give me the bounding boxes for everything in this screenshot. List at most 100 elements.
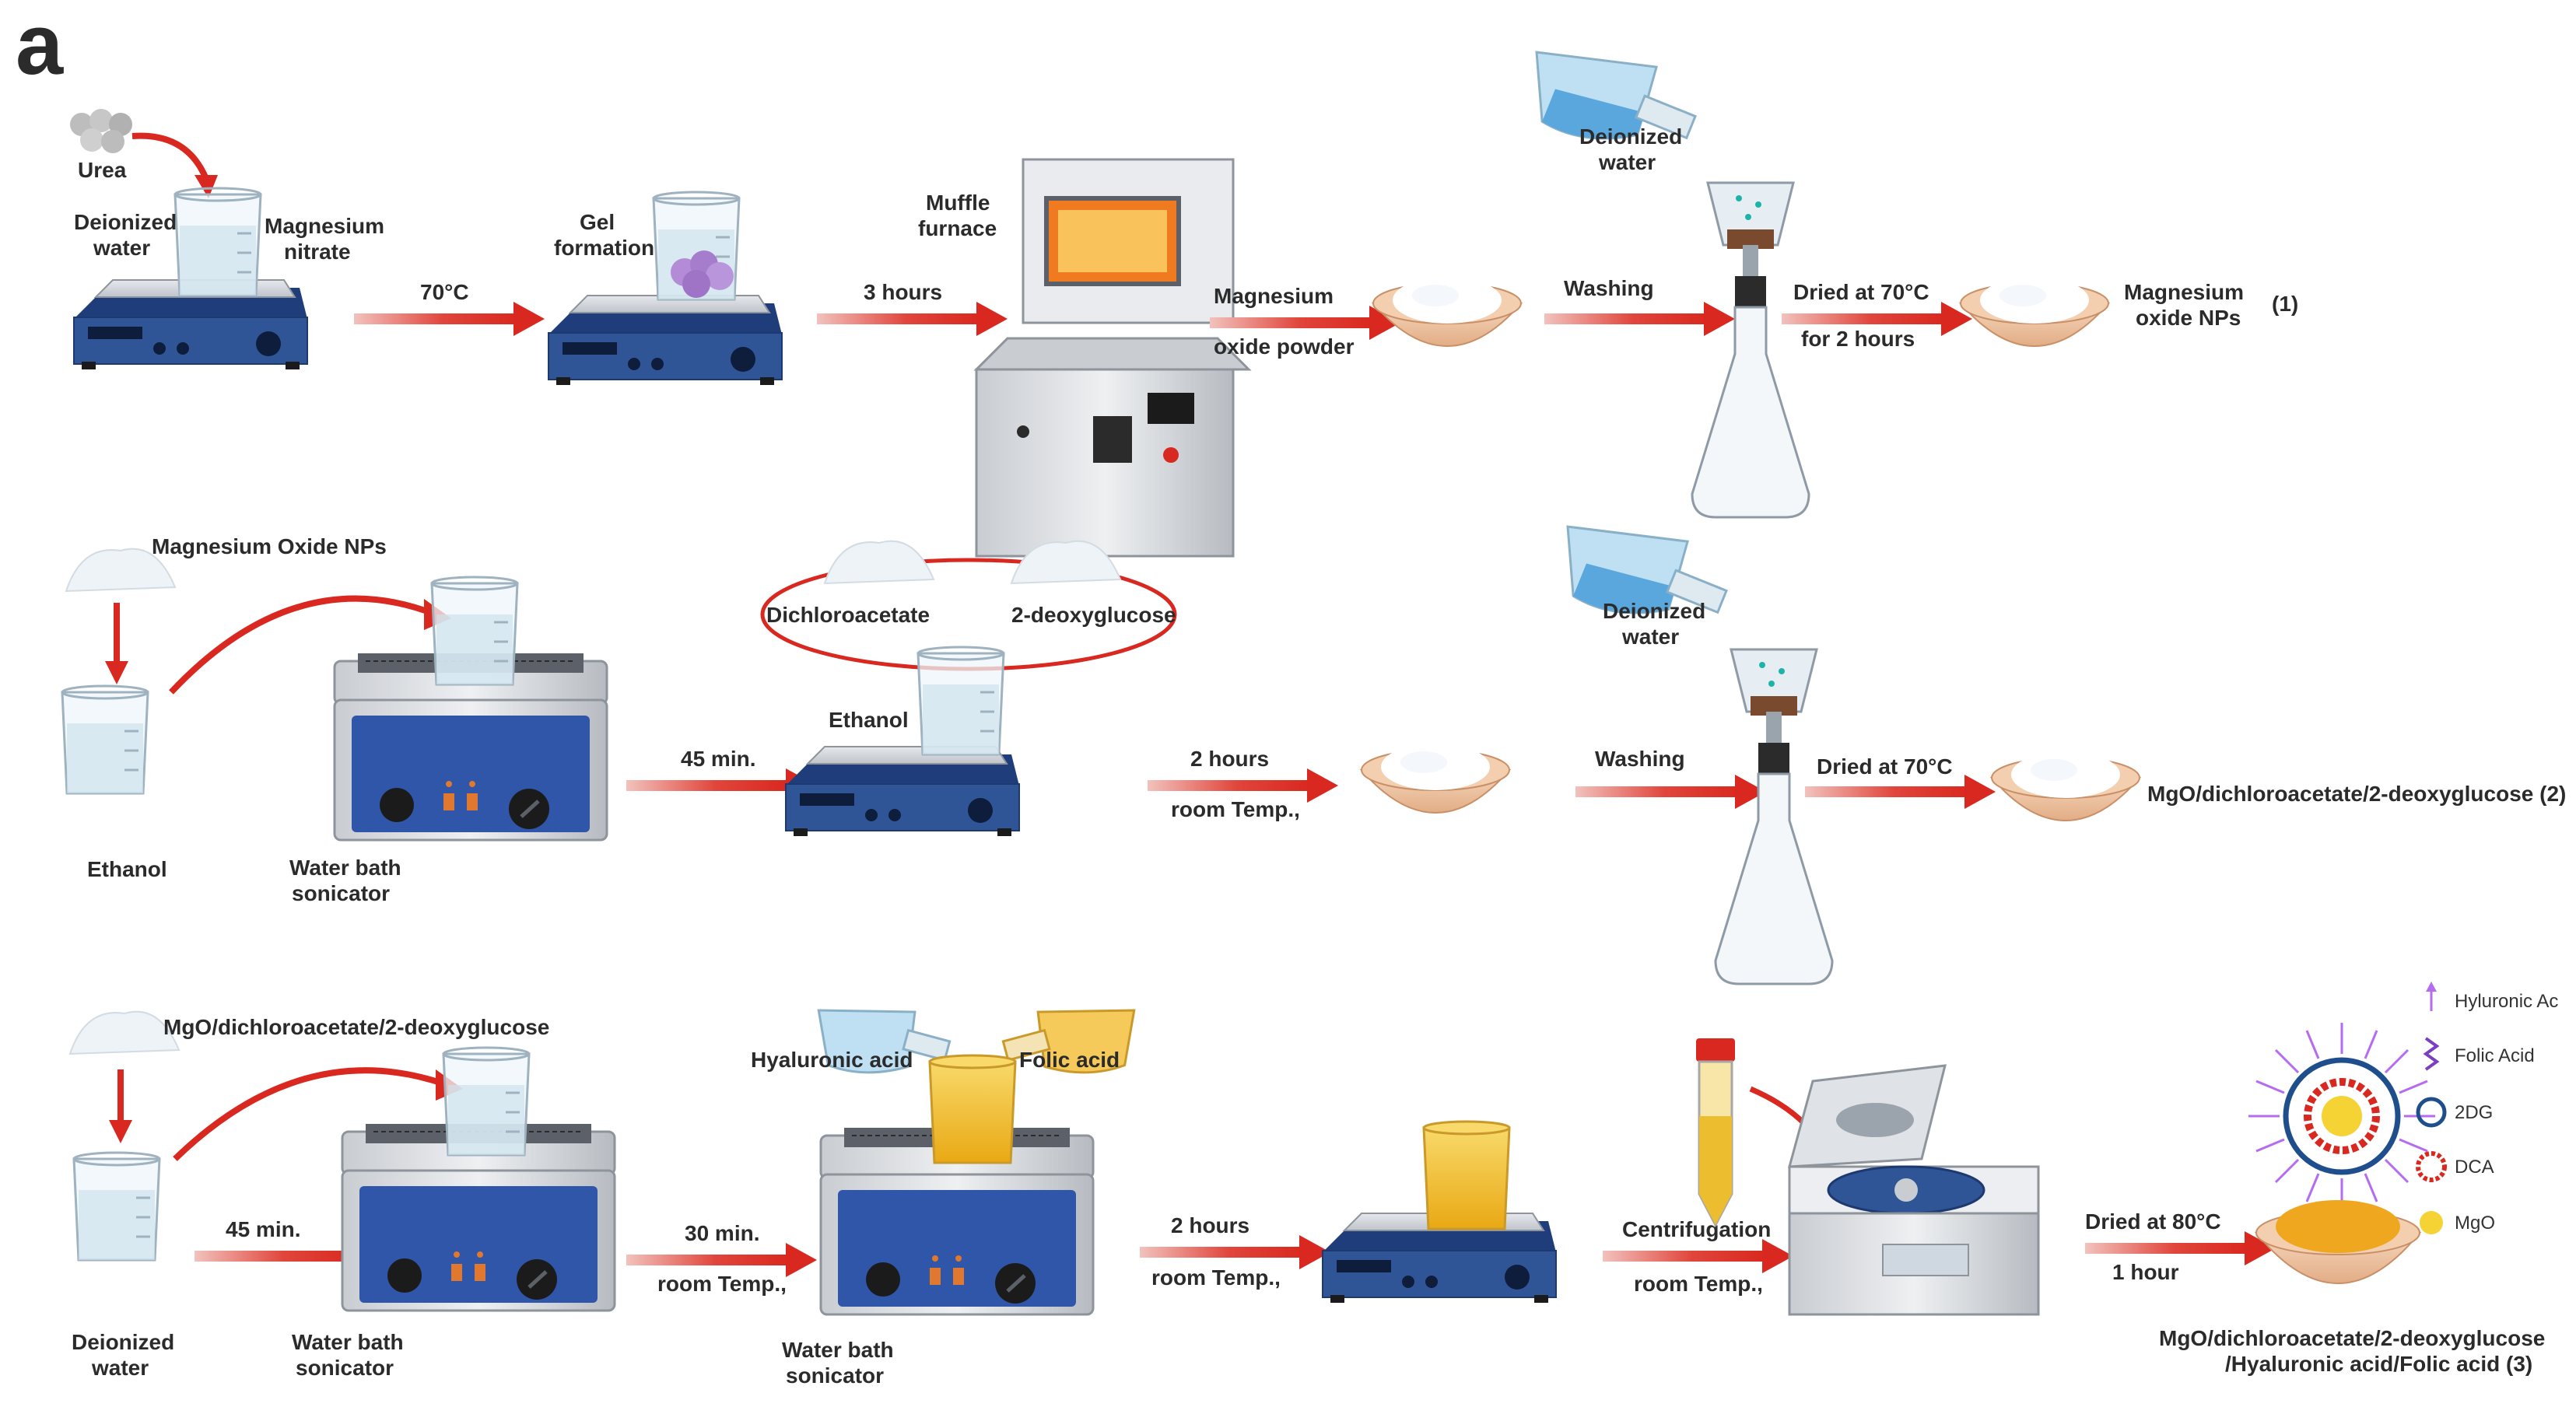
deionized-water-label-1: Deionized <box>74 210 177 234</box>
hyaluronic-label: Hyaluronic acid <box>751 1048 913 1072</box>
beaker-water-3 <box>72 1151 161 1262</box>
gel-formation-label-b: formation <box>554 236 654 260</box>
bowl-4 <box>1991 751 2140 821</box>
bowl-yellow <box>2254 1200 2422 1284</box>
dried-label-3: Dried at 80°C <box>2085 1209 2221 1234</box>
product-2-label: MgO/dichloroacetate/2-deoxyglucose (2) <box>2147 782 2566 806</box>
deionized-water-label-1b: water <box>93 236 150 260</box>
magnesium-nitrate-label-b: nitrate <box>284 240 351 264</box>
bowl-1 <box>1372 276 1522 347</box>
step-30-label-b: room Temp., <box>657 1272 787 1296</box>
dg-label: 2-deoxyglucose <box>1011 603 1176 627</box>
beaker-yellow <box>928 1054 1017 1164</box>
row-1: Urea Deionized water Magnesium nitrate 7… <box>70 22 2298 558</box>
arrow-dried-2-icon <box>1805 775 1996 809</box>
muffle-furnace-label: Muffle <box>926 191 990 215</box>
arrow-2h-b-icon <box>1140 1235 1330 1269</box>
step-3h-label: 3 hours <box>864 280 942 304</box>
centrifugation-label: Centrifugation <box>1622 1217 1771 1241</box>
urea-pellets-icon <box>70 109 132 153</box>
hotplate-2 <box>548 295 783 386</box>
washer-water-label-2: Deionized <box>1603 599 1705 623</box>
hotplate-3 <box>785 746 1020 837</box>
step-45b-label: 45 min. <box>226 1217 300 1241</box>
filter-flask-1 <box>1691 181 1810 519</box>
transfer-arrow-icon-2 <box>173 1067 449 1161</box>
panel-letter: a <box>16 0 64 93</box>
transfer-arrow-icon <box>169 595 437 695</box>
hyaluronic-flask-icon <box>817 1009 952 1074</box>
bath-3-label: Water bath <box>782 1338 894 1362</box>
beaker-ethanol <box>61 684 149 795</box>
product-1-number: (1) <box>2272 292 2298 316</box>
urea-label: Urea <box>78 158 127 182</box>
step-70c-label: 70°C <box>420 280 469 304</box>
arrow-3h-icon <box>817 302 1008 336</box>
legend-label-1: Folic Acid <box>2455 1045 2535 1066</box>
product-3-label: MgO/dichloroacetate/2-deoxyglucose <box>2159 1326 2545 1350</box>
arrow-70c-icon <box>354 302 545 336</box>
dried-label-1: Dried at 70°C <box>1793 280 1929 304</box>
beaker-1 <box>173 187 262 297</box>
bath-1-label-b: sonicator <box>292 881 390 905</box>
ethanol-label: Ethanol <box>87 857 167 881</box>
mgo-nps-label: Magnesium Oxide NPs <box>152 534 387 558</box>
folic-label: Folic acid <box>1019 1048 1120 1072</box>
filter-flask-2 <box>1714 648 1834 985</box>
centrifugation-label-b: room Temp., <box>1634 1272 1763 1296</box>
gel-blob-icon <box>671 250 734 298</box>
mgo-powder-label: Magnesium <box>1214 284 1334 308</box>
nanoparticle-icon <box>2248 1023 2435 1209</box>
bath-1-label: Water bath <box>289 856 401 880</box>
washer-water-label-2b: water <box>1621 625 1679 649</box>
arrow-centri-icon <box>1603 1239 1793 1273</box>
bowl-3 <box>1361 743 1510 814</box>
legend-label-2: 2DG <box>2455 1102 2493 1123</box>
dried-label-3b: 1 hour <box>2112 1260 2179 1284</box>
beaker-bath-1 <box>430 576 519 686</box>
arrow-washing-1-icon <box>1544 302 1735 336</box>
legend-label-4: MgO <box>2455 1213 2495 1234</box>
step-30-label: 30 min. <box>685 1221 759 1245</box>
muffle-furnace-label-b: furnace <box>918 216 997 240</box>
arrow-washing-2-icon <box>1575 775 1766 809</box>
bath-3-label-b: sonicator <box>786 1363 884 1388</box>
washer-water-label-1: Deionized <box>1579 124 1682 149</box>
start-label: MgO/dichloroacetate/2-deoxyglucose <box>163 1015 549 1039</box>
hyaluronic-acid-icon <box>2426 982 2437 1011</box>
row-2: Magnesium Oxide NPs Ethanol Water bath s… <box>61 496 2566 985</box>
mgo-powder-label-b: oxide powder <box>1214 334 1355 359</box>
step-2h-label-b: room Temp., <box>1171 797 1300 821</box>
legend: Hyluronic Ac Folic Acid 2DG DCA MgO <box>2416 982 2558 1234</box>
magnesium-nitrate-label: Magnesium <box>265 214 384 238</box>
step-2h-b-label-b: room Temp., <box>1151 1265 1281 1290</box>
dca-label: Dichloroacetate <box>766 603 930 627</box>
urea-arrow-icon <box>131 132 209 180</box>
step-45-label: 45 min. <box>681 747 755 771</box>
product-1-label: Magnesium <box>2124 280 2244 304</box>
muffle-furnace-icon <box>973 158 1252 558</box>
falcon-tube-icon <box>1696 1038 1735 1228</box>
dried-label-2: Dried at 70°C <box>1817 754 1953 779</box>
bowl-2 <box>1960 276 2109 347</box>
washing-label-1: Washing <box>1564 276 1654 300</box>
product-1-label-b: oxide NPs <box>2136 306 2241 330</box>
centrifuge-icon <box>1788 1064 2040 1316</box>
row-3: MgO/dichloroacetate/2-deoxyglucose Deion… <box>69 982 2558 1388</box>
beaker-ethanol-2 <box>916 646 1005 756</box>
dca-mound <box>824 540 934 584</box>
water-label-3: Deionized <box>72 1330 174 1354</box>
beaker-bath-2 <box>442 1046 531 1157</box>
legend-label-3: DCA <box>2455 1157 2494 1178</box>
mgo-dot-icon <box>2420 1211 2443 1234</box>
dca-ring-icon <box>2416 1151 2447 1182</box>
washer-water-label-1b: water <box>1598 150 1656 174</box>
down-arrow-icon-2 <box>109 1120 132 1143</box>
bath-2-label: Water bath <box>292 1330 404 1354</box>
gel-formation-label: Gel <box>580 210 615 234</box>
legend-label-0: Hyluronic Ac <box>2455 991 2558 1012</box>
ethanol-2-label: Ethanol <box>829 708 909 732</box>
start-mound <box>69 1010 180 1055</box>
folic-flask-icon <box>1001 1009 1136 1074</box>
